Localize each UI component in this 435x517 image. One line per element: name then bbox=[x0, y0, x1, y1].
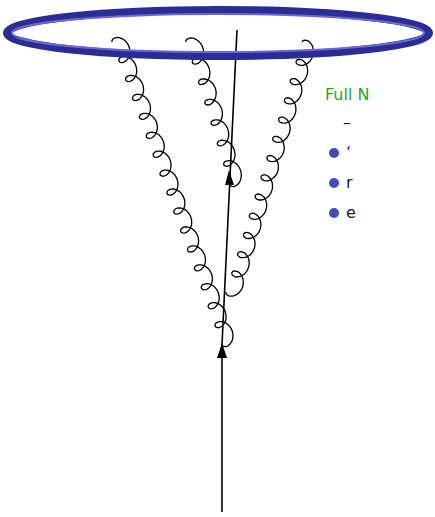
quark-arrow bbox=[217, 343, 227, 358]
gluon bbox=[226, 40, 314, 296]
dash-item: – bbox=[343, 113, 351, 132]
bullet-text: e bbox=[346, 203, 356, 222]
jet-cone-ring bbox=[7, 10, 429, 56]
frame-heading: Full N bbox=[325, 85, 369, 104]
quark-line bbox=[222, 30, 237, 512]
bullet bbox=[329, 208, 339, 218]
gluon bbox=[112, 38, 233, 347]
bullet bbox=[329, 178, 339, 188]
bullet-text: r bbox=[346, 173, 353, 192]
jet-cone-ring-highlight bbox=[12, 14, 424, 52]
bullet-text: ‘ bbox=[346, 143, 351, 162]
gluon-lines bbox=[112, 38, 314, 347]
bullet bbox=[329, 148, 339, 158]
quark-arrow bbox=[225, 170, 234, 185]
